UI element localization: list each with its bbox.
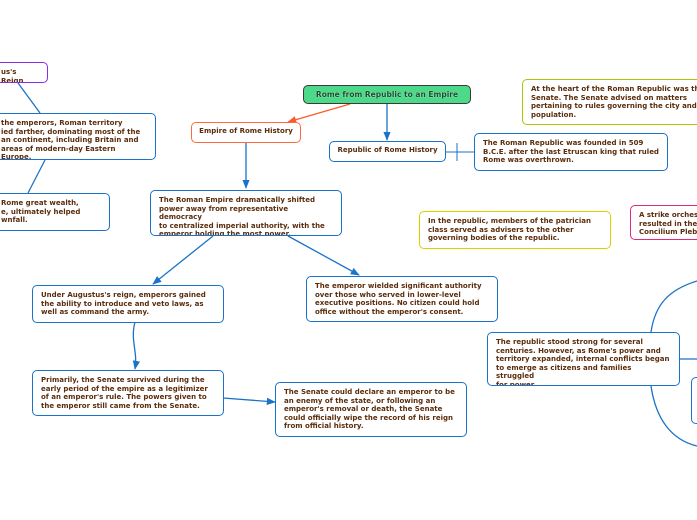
- node-republic-history[interactable]: Republic of Rome History: [329, 141, 446, 162]
- node-empire-shift[interactable]: The Roman Empire dramatically shifted po…: [150, 190, 342, 236]
- edge-augustus-to-territory: [17, 82, 41, 114]
- central-topic[interactable]: Rome from Republic to an Empire: [303, 85, 471, 104]
- node-augustus-laws[interactable]: Under Augustus's reign, emperors gained …: [32, 285, 224, 323]
- node-partial-offscreen[interactable]: [691, 377, 697, 424]
- node-empire-history[interactable]: Empire of Rome History: [191, 122, 301, 143]
- node-wealth[interactable]: Rome great wealth, e, ultimately helped …: [0, 193, 110, 231]
- node-stood-strong[interactable]: The republic stood strong for several ce…: [487, 332, 680, 386]
- node-senate-enemy[interactable]: The Senate could declare an emperor to b…: [275, 382, 467, 437]
- node-territory[interactable]: the emperors, Roman territory ied farthe…: [0, 113, 156, 160]
- node-founded[interactable]: The Roman Republic was founded in 509 B.…: [474, 133, 668, 171]
- edge-territory-to-wealth: [27, 159, 46, 194]
- node-patrician[interactable]: In the republic, members of the patricia…: [419, 211, 611, 249]
- edge-augustus-laws-to-senate: [132, 321, 141, 370]
- edge-shift-to-emperor-authority: [287, 235, 360, 276]
- node-augustus-reign[interactable]: us's Reign: [0, 62, 48, 83]
- node-heart-republic[interactable]: At the heart of the Roman Republic was t…: [522, 79, 697, 125]
- edge-stood-to-offscreen-down: [650, 385, 697, 447]
- node-emperor-authority[interactable]: The emperor wielded significant authorit…: [306, 276, 498, 322]
- node-senate-survived[interactable]: Primarily, the Senate survived during th…: [32, 370, 224, 416]
- edge-central-to-empire: [287, 103, 351, 124]
- node-strike[interactable]: A strike orches resulted in the Conciliu…: [630, 205, 697, 240]
- edge-stood-to-offscreen-up: [650, 280, 697, 333]
- edge-shift-to-augustus-laws: [152, 235, 214, 285]
- edge-senate-to-enemy: [222, 397, 276, 406]
- edge-republic-to-founded: [446, 143, 475, 161]
